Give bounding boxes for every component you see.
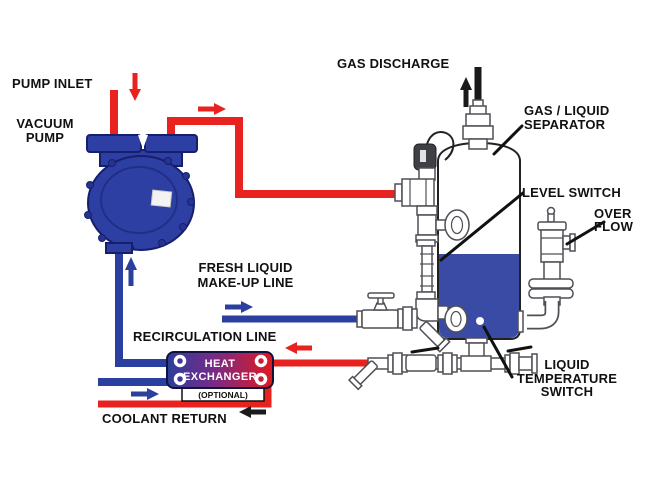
label-coolant-return: COOLANT RETURN xyxy=(102,411,227,426)
hx-ports xyxy=(173,354,268,386)
drain-strainer xyxy=(347,360,378,391)
pump-flange-left xyxy=(86,134,142,153)
overflow-cap xyxy=(537,221,567,231)
hx-port-bottom-right xyxy=(254,372,268,386)
hx-port-bottom-left xyxy=(173,372,187,386)
gauge-glass xyxy=(421,245,433,293)
overflow-body xyxy=(540,229,564,263)
drain-line-assembly xyxy=(347,337,538,391)
label-liquid-temperature-switch: LIQUID TEMPERATURE SWITCH xyxy=(516,357,618,399)
overflow-valve-assembly xyxy=(517,206,576,333)
tank-connector-bell-upper xyxy=(444,209,470,241)
separator-callout-line xyxy=(492,124,524,156)
label-gas-liquid-separator: GAS / LIQUID SEPARATOR xyxy=(524,103,610,132)
level-switch-assembly xyxy=(394,131,470,333)
column-union-1 xyxy=(416,205,438,216)
pump-nameplate xyxy=(150,189,173,208)
separator-inlet-box xyxy=(401,178,435,207)
gas-outlet-fitting xyxy=(462,99,494,150)
drain-valve2-handle xyxy=(506,345,533,353)
overflow-tank-flange xyxy=(517,310,524,333)
heat-exchanger-graphic xyxy=(166,351,274,402)
overflow-elbow xyxy=(527,301,558,328)
pump-discharge-pipe xyxy=(167,117,404,198)
makeup-valve-handwheel xyxy=(367,292,395,299)
label-overflow: OVER FLOW xyxy=(594,206,634,234)
inlet-elbow-highlight xyxy=(420,150,426,162)
overflow-callout-line xyxy=(565,220,606,246)
label-vacuum-pump: VACUUM PUMP xyxy=(16,116,74,145)
drain-tee xyxy=(460,355,492,372)
label-fresh-liquid-makeup: FRESH LIQUID MAKE-UP LINE xyxy=(197,260,294,290)
makeup-line-fittings xyxy=(356,292,451,353)
label-pump-inlet: PUMP INLET xyxy=(12,76,93,91)
temperature-switch-dot xyxy=(476,317,484,325)
column-bottom-elbow xyxy=(415,298,439,322)
column-tee xyxy=(417,214,437,236)
column-riser xyxy=(418,167,436,181)
pump-flange-right xyxy=(144,134,198,153)
pump-flange-gap xyxy=(138,135,148,149)
label-gas-discharge: GAS DISCHARGE xyxy=(337,56,450,71)
inlet-flange xyxy=(394,183,403,202)
vacuum-pump-graphic xyxy=(84,134,198,254)
level-switch-callout-line xyxy=(439,191,525,262)
callout-lines xyxy=(439,124,606,379)
drain-ball-valve xyxy=(405,354,437,372)
label-heat-exchanger: HEAT EXCHANGER xyxy=(183,358,257,383)
label-hx-optional: (OPTIONAL) xyxy=(198,390,248,400)
gauge-bottom-fitting xyxy=(416,291,436,300)
hx-port-top-right xyxy=(254,354,268,368)
hx-port-top-left xyxy=(173,354,187,368)
label-recirculation-line: RECIRCULATION LINE xyxy=(133,329,277,344)
pump-body-ring xyxy=(100,166,178,234)
hx-shell xyxy=(166,351,274,389)
gauge-top-fitting xyxy=(416,239,436,247)
makeup-union xyxy=(402,306,413,331)
seal-liquid-return-pipe xyxy=(115,243,175,367)
flow-arrows xyxy=(125,73,472,418)
drain-end-cap xyxy=(531,353,538,374)
drain-union-2 xyxy=(442,352,453,375)
makeup-strainer xyxy=(419,321,451,353)
temp-switch-callout-line xyxy=(482,325,514,379)
drain-union-1 xyxy=(392,352,403,375)
pump-bottom-port xyxy=(105,242,133,254)
overflow-flange-1 xyxy=(528,278,574,289)
tank-connector-bell-lower xyxy=(444,305,468,333)
makeup-globe-valve-body xyxy=(361,309,399,329)
drain-valve-handle xyxy=(410,346,440,354)
label-level-switch: LEVEL SWITCH xyxy=(522,185,621,200)
